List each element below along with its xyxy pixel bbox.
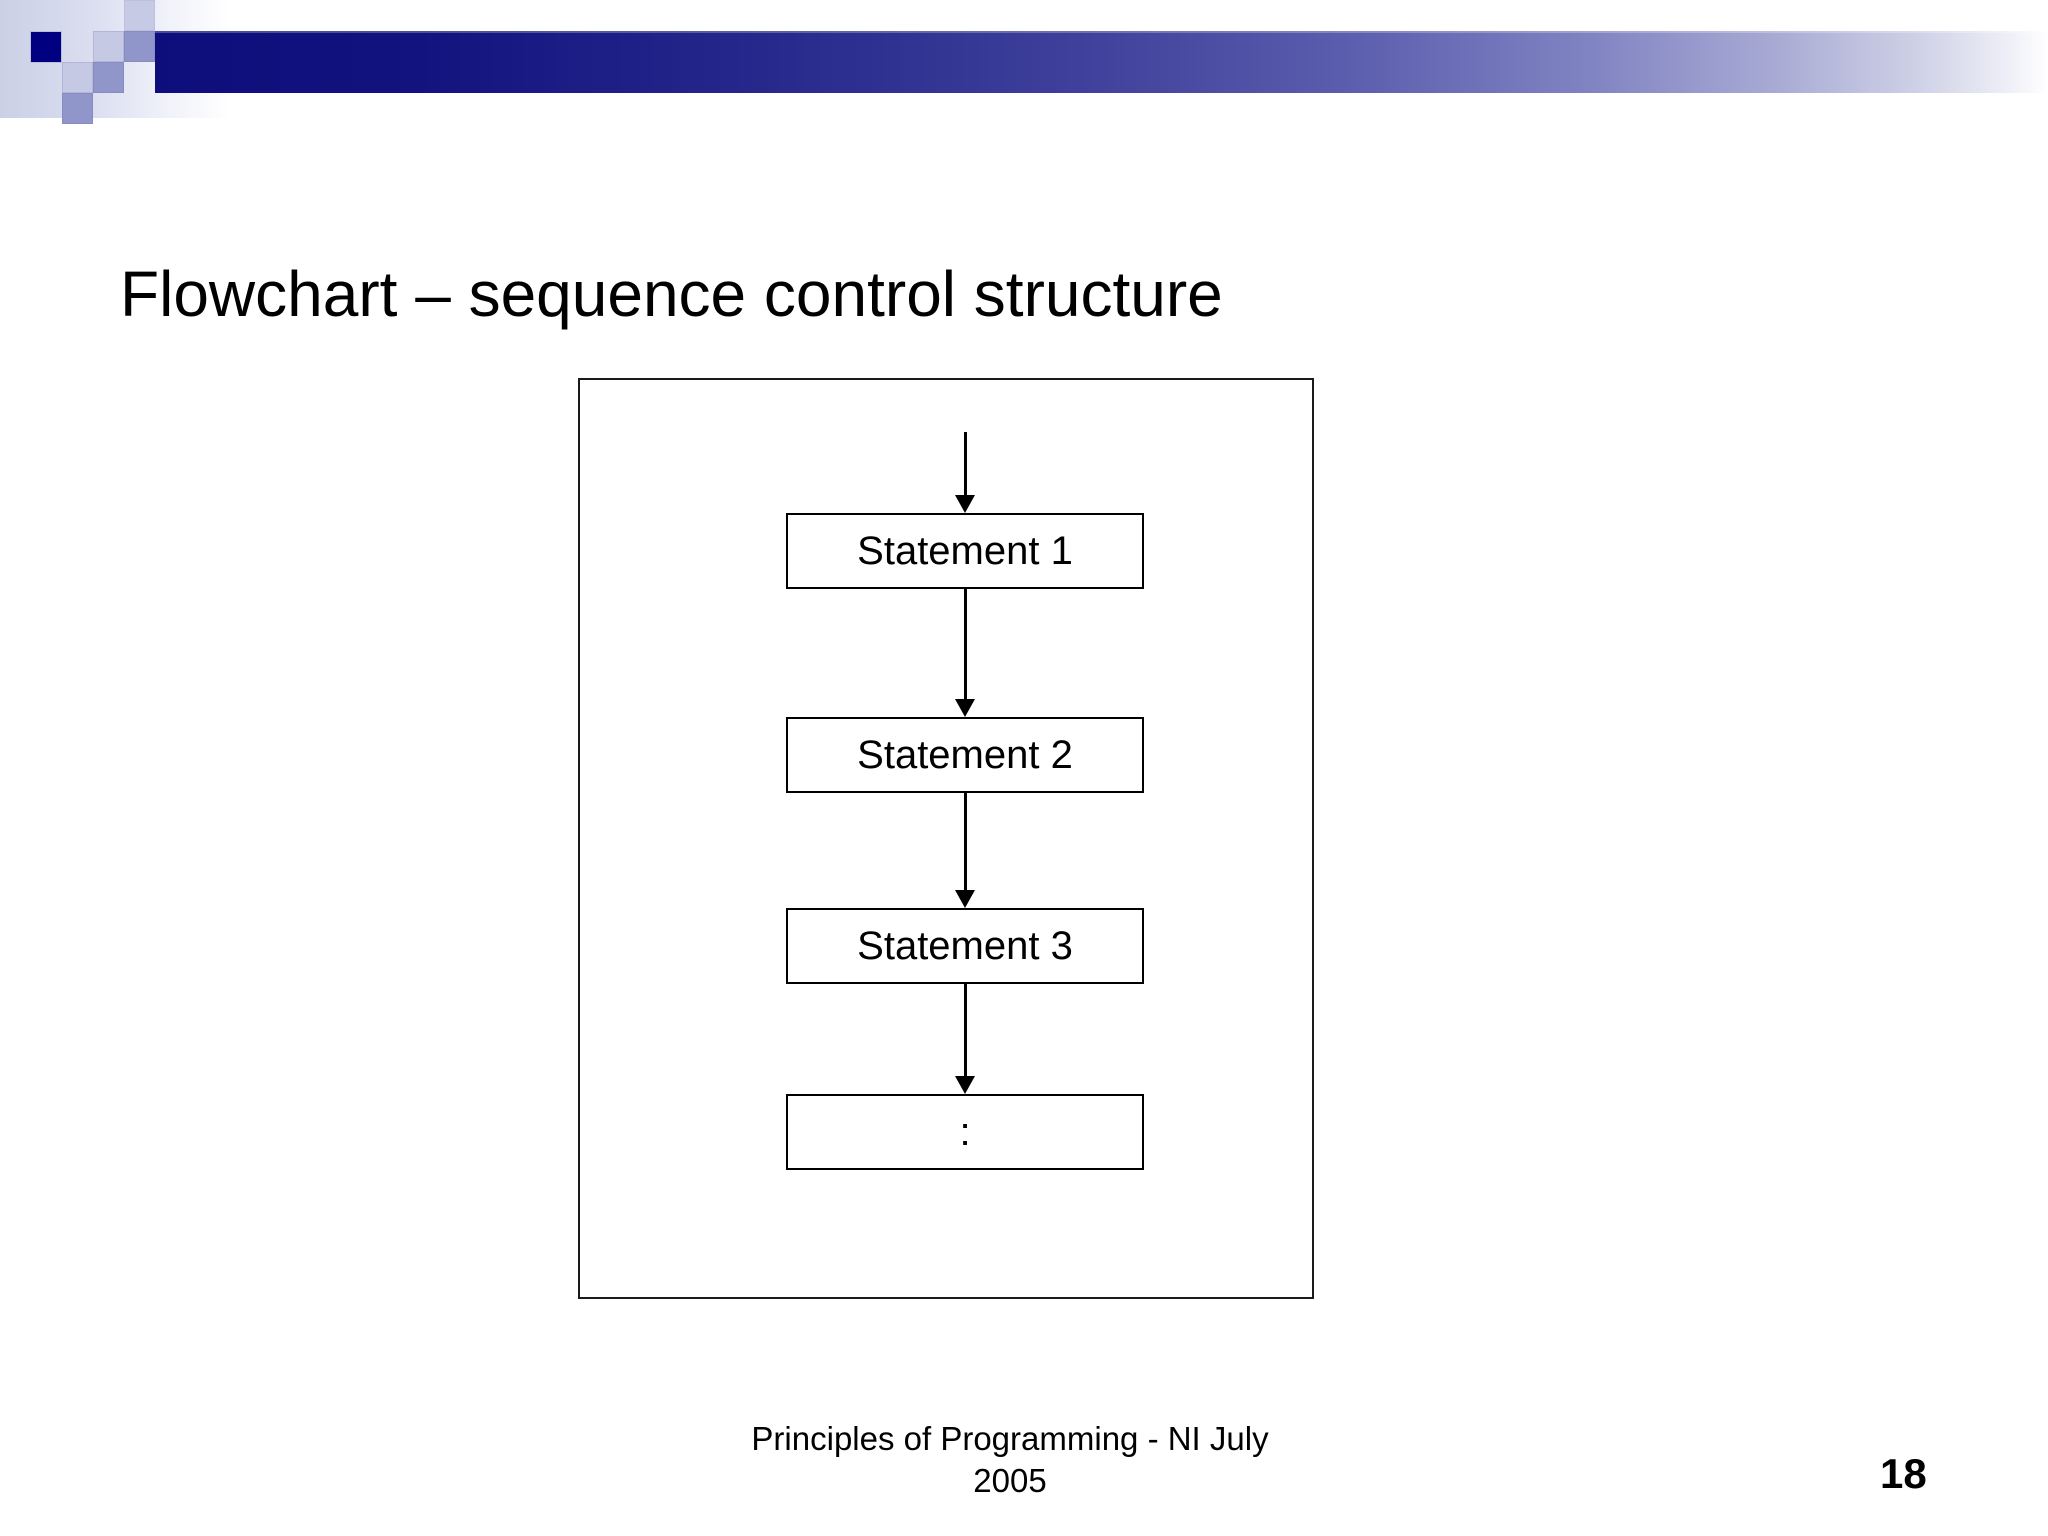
flow-node-label: Statement 3 [857,924,1073,968]
page-number: 18 [1880,1450,1927,1497]
header-gradient-bar-highlight [155,31,2048,33]
decor-tile-r1c4 [124,31,155,62]
decor-tile-r3c2 [62,93,93,124]
flow-node-label: Statement 2 [857,733,1073,777]
header-gradient-bar [155,31,2048,93]
arrow-shaft [964,984,967,1076]
flow-node-label: : [959,1110,971,1154]
flowchart-container: Statement 1 Statement 2 Statement 3 [578,378,1314,1299]
decor-tile-r1c3 [93,31,124,62]
decor-tile-r2c2 [62,62,93,93]
flow-node-statement-2: Statement 2 [786,717,1144,793]
slide-footer: Principles of Programming - NI July 2005 [594,1418,1426,1502]
decor-tile-r2c3 [93,62,124,93]
arrow-shaft [964,793,967,890]
flow-node-statement-3: Statement 3 [786,908,1144,984]
decor-tile-navy-accent [30,31,62,63]
arrow-head-icon [955,1076,975,1094]
arrow-head-icon [955,890,975,908]
footer-line-1: Principles of Programming - NI July [751,1420,1269,1457]
flowchart-stack: Statement 1 Statement 2 Statement 3 [580,380,1312,1297]
flow-node-ellipsis: : [786,1094,1144,1170]
decor-tile-r0c4 [124,0,155,31]
arrow-shaft [964,589,967,699]
flow-node-statement-1: Statement 1 [786,513,1144,589]
arrow-shaft [964,432,967,495]
arrow-head-icon [955,699,975,717]
header-decoration [0,0,2048,130]
arrow-head-icon [955,495,975,513]
page-title: Flowchart – sequence control structure [120,257,1223,330]
footer-line-2: 2005 [973,1462,1047,1499]
flow-node-label: Statement 1 [857,529,1073,573]
